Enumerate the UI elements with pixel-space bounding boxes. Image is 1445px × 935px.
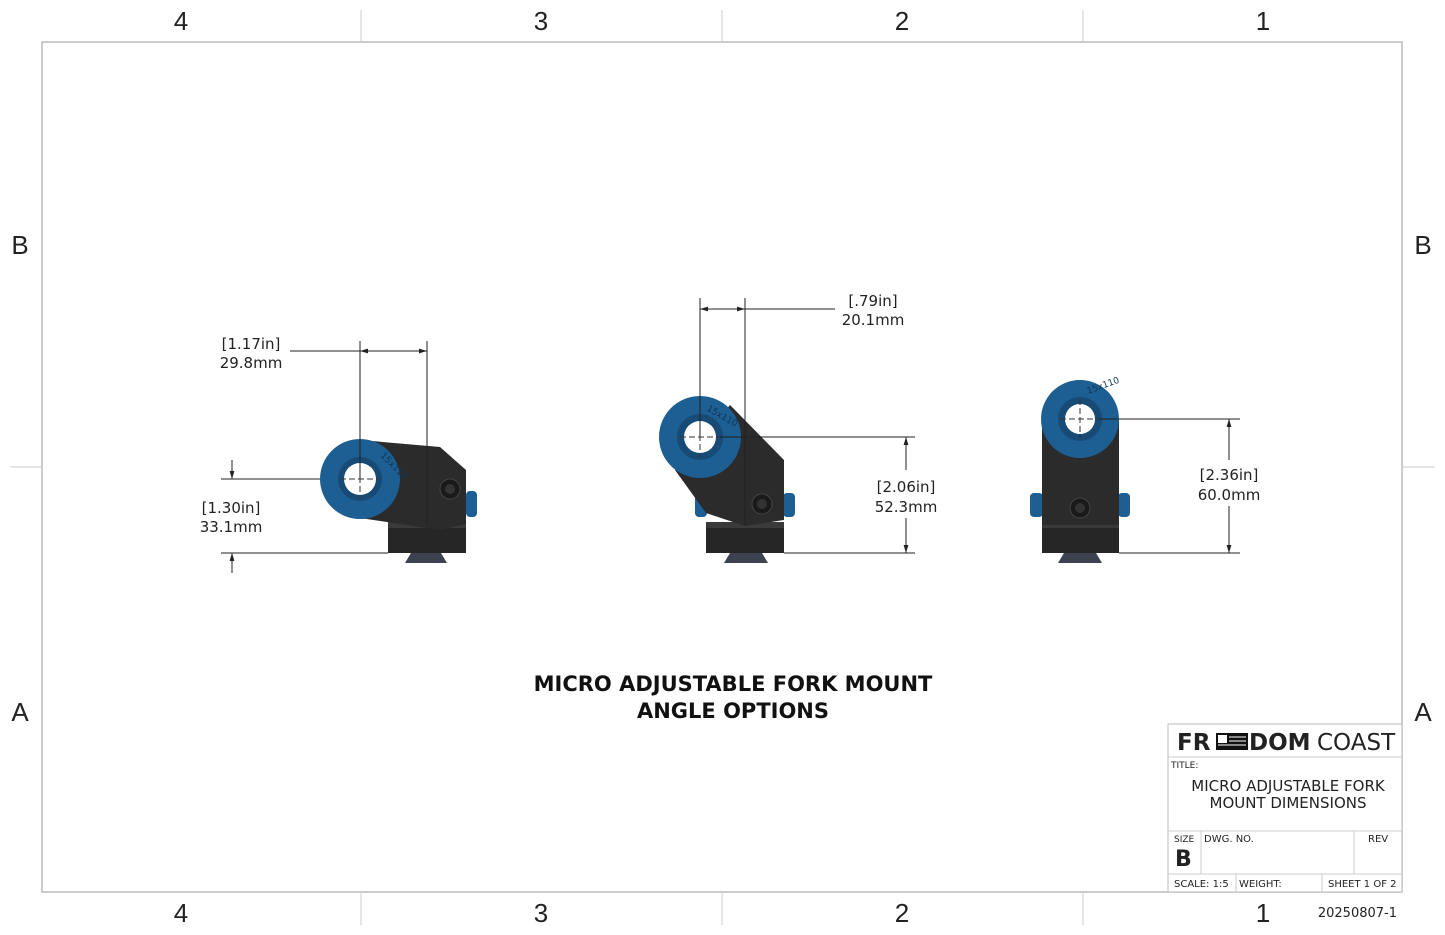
dim-height-mm: 33.1mm bbox=[200, 518, 263, 536]
view-1-fork-mount: 15x110 bbox=[320, 439, 477, 563]
scale-field: SCALE: 1:5 bbox=[1174, 879, 1229, 890]
zone-col-2-top: 2 bbox=[895, 6, 909, 36]
dim-height-inch: [1.30in] bbox=[202, 499, 261, 517]
svg-text:COAST: COAST bbox=[1317, 730, 1396, 756]
bolt-head bbox=[1075, 503, 1085, 513]
view-2-dimensions: [.79in] 20.1mm [2.06in] 52.3mm bbox=[699, 292, 938, 554]
dim-height-mm: 52.3mm bbox=[875, 498, 938, 516]
dwg-no-label: DWG. NO. bbox=[1204, 834, 1254, 845]
zone-row-b-right: B bbox=[1414, 230, 1431, 260]
zone-col-1-top: 1 bbox=[1256, 6, 1270, 36]
adjust-knob-right bbox=[1118, 493, 1130, 517]
drawing-caption-line1: MICRO ADJUSTABLE FORK MOUNT bbox=[534, 672, 933, 696]
sheet-field: SHEET 1 OF 2 bbox=[1328, 879, 1397, 890]
bolt-head bbox=[445, 484, 455, 494]
dim-width-mm: 29.8mm bbox=[220, 354, 283, 372]
size-value: B bbox=[1175, 847, 1192, 872]
svg-text:FR: FR bbox=[1177, 730, 1211, 756]
zone-row-a-right: A bbox=[1414, 697, 1432, 727]
dim-height-inch: [2.06in] bbox=[877, 478, 936, 496]
flag-icon bbox=[1216, 733, 1248, 750]
weight-field: WEIGHT: bbox=[1239, 879, 1282, 890]
drawing-caption-line2: ANGLE OPTIONS bbox=[637, 699, 829, 723]
zone-col-3-bottom: 3 bbox=[534, 898, 548, 928]
dim-width-inch: [1.17in] bbox=[222, 335, 281, 353]
title-line1: MICRO ADJUSTABLE FORK bbox=[1191, 777, 1386, 795]
mount-foot bbox=[1058, 553, 1102, 563]
rev-label: REV bbox=[1368, 834, 1388, 845]
title-block: FR DOM COAST TITLE: MICRO ADJUSTABLE FOR… bbox=[1167, 723, 1403, 893]
document-number: 20250807-1 bbox=[1318, 906, 1397, 921]
dim-offset-mm: 20.1mm bbox=[842, 311, 905, 329]
zone-col-3-top: 3 bbox=[534, 6, 548, 36]
zone-dividers bbox=[10, 10, 1435, 925]
svg-text:DOM: DOM bbox=[1249, 730, 1311, 756]
dim-offset-inch: [.79in] bbox=[848, 292, 897, 310]
mount-foot bbox=[724, 553, 768, 563]
size-label: SIZE bbox=[1174, 835, 1195, 845]
bolt-head bbox=[757, 499, 767, 509]
title-label: TITLE: bbox=[1170, 761, 1198, 771]
dim-height-mm: 60.0mm bbox=[1198, 486, 1261, 504]
freedom-coast-logo: FR DOM COAST bbox=[1177, 730, 1396, 756]
view-1-dimensions: [1.17in] 29.8mm [1.30in] 33.1mm bbox=[200, 335, 428, 573]
dim-height-inch: [2.36in] bbox=[1200, 466, 1259, 484]
adjust-knob-left bbox=[1030, 493, 1043, 517]
zone-col-4-bottom: 4 bbox=[174, 898, 188, 928]
zone-col-4-top: 4 bbox=[174, 6, 188, 36]
view-3-fork-mount: 15x110 bbox=[1030, 376, 1130, 563]
zone-row-b-left: B bbox=[11, 230, 28, 260]
zone-col-1-bottom: 1 bbox=[1256, 898, 1270, 928]
mount-foot bbox=[405, 553, 447, 563]
adjust-knob-right bbox=[783, 493, 795, 517]
view-2-fork-mount: 15x110 bbox=[659, 396, 795, 563]
title-line2: MOUNT DIMENSIONS bbox=[1210, 794, 1367, 812]
zone-col-2-bottom: 2 bbox=[895, 898, 909, 928]
zone-row-a-left: A bbox=[11, 697, 29, 727]
view-3-dimensions: [2.36in] 60.0mm bbox=[1100, 418, 1261, 554]
adjust-knob bbox=[466, 491, 477, 517]
